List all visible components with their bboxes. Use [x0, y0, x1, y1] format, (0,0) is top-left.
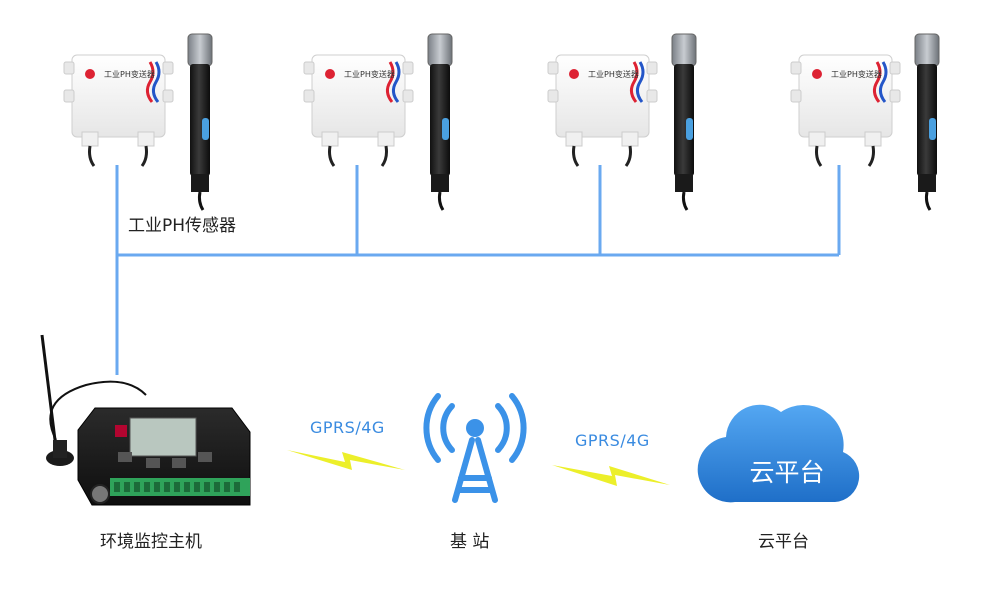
base-station-label: 基 站: [450, 532, 490, 552]
sensor-label: 工业PH传感器: [128, 216, 237, 236]
monitoring-host-device: [40, 334, 251, 506]
link-label-left: GPRS/4G: [310, 418, 385, 437]
cloud-icon: [697, 404, 860, 503]
host-label: 环境监控主机: [100, 532, 202, 552]
sensor-unit-4: [790, 33, 940, 211]
device-box-label-2: 工业PH变送器: [344, 70, 395, 79]
tower-icon: [423, 393, 527, 503]
sensor-unit-3: [547, 33, 697, 211]
bus-wires: [115, 165, 841, 375]
cloud-inner-text: 云平台: [749, 458, 825, 487]
device-box-label-4: 工业PH变送器: [831, 70, 882, 79]
sensor-unit-1: [63, 33, 213, 211]
lightning-bolt-left: [287, 450, 405, 470]
link-label-right: GPRS/4G: [575, 431, 650, 450]
lightning-bolt-right: [552, 465, 670, 486]
device-box-label-3: 工业PH变送器: [588, 70, 639, 79]
sensor-unit-2: [303, 33, 453, 211]
cloud-platform-label: 云平台: [758, 532, 809, 552]
device-box-label-1: 工业PH变送器: [104, 70, 155, 79]
